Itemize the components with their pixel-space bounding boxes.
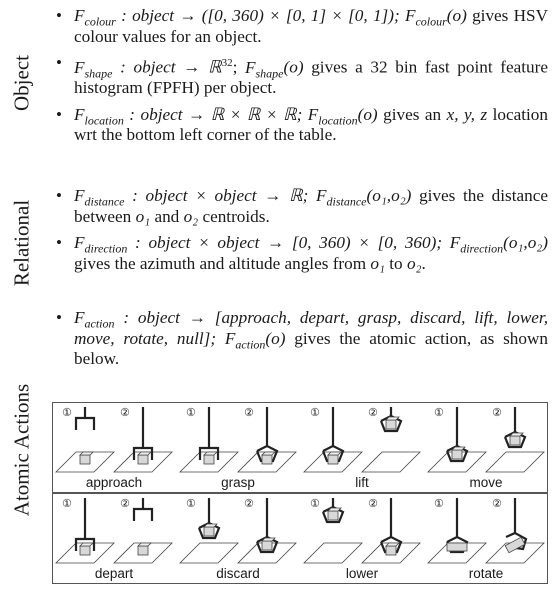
gripper-open — [74, 537, 96, 551]
gripper-open — [132, 446, 154, 460]
object-cube-top — [137, 542, 152, 547]
action-feature-list: Faction : object → [approach, depart, gr… — [52, 308, 548, 376]
object-cube — [327, 454, 339, 465]
step-number: ② — [492, 498, 502, 510]
gripper-closed — [255, 444, 279, 463]
object-bar-rotated — [504, 536, 526, 554]
atomic-actions-diagram: ① ② approach ① ② grasp ① ② lift ① ② move ① ② depart ① ② d… — [52, 402, 548, 584]
row2-frame — [52, 493, 548, 584]
object-cube-top — [203, 451, 218, 456]
object-cube-top — [385, 542, 400, 547]
action-caption: discard — [216, 566, 260, 581]
object-cube — [451, 449, 463, 460]
gripper-open — [132, 507, 154, 521]
action-panel-lower: ① ② lower — [303, 498, 421, 581]
object-cube-top — [327, 507, 342, 512]
feature-distance: Fdistance : object × object → ℝ; Fdistan… — [52, 186, 548, 227]
step-number: ② — [120, 407, 130, 419]
object-cube-top — [385, 416, 400, 421]
action-caption: lift — [355, 475, 369, 490]
section-label-atomic-actions: Atomic Actions — [9, 383, 34, 517]
action-panel-move: ① ② move — [427, 407, 545, 490]
table-plane — [303, 542, 363, 564]
object-cube — [261, 540, 273, 551]
step-number: ② — [120, 498, 130, 510]
step-number: ① — [62, 407, 72, 419]
table-plane — [485, 542, 545, 564]
object-cube-top — [137, 451, 152, 456]
action-caption: move — [469, 475, 502, 490]
table-plane — [179, 542, 239, 564]
step-number: ① — [186, 498, 196, 510]
gripper-closed — [379, 535, 403, 554]
action-caption: lower — [346, 566, 379, 581]
step-number: ② — [244, 498, 254, 510]
object-cube-top — [327, 451, 342, 456]
section-label-object: Object — [9, 55, 34, 111]
section-label-relational: Relational — [9, 199, 34, 287]
action-caption: grasp — [221, 475, 255, 490]
gripper-closed — [321, 444, 345, 463]
step-number: ① — [310, 407, 320, 419]
object-cube — [203, 526, 215, 537]
object-cube — [385, 419, 397, 430]
relational-feature-list: Fdistance : object × object → ℝ; Fdistan… — [52, 186, 548, 280]
step-number: ① — [310, 498, 320, 510]
feature-colour: Fcolour : object → ([0, 360) × [0, 1] × … — [52, 6, 548, 47]
object-cube-top — [261, 451, 276, 456]
object-cube — [79, 454, 91, 465]
object-bar — [446, 542, 468, 552]
object-cube-top — [79, 542, 94, 547]
object-cube-top — [509, 432, 524, 437]
step-number: ① — [434, 498, 444, 510]
step-number: ② — [244, 407, 254, 419]
action-caption: rotate — [469, 566, 504, 581]
step-number: ① — [186, 407, 196, 419]
step-number: ② — [368, 407, 378, 419]
row1-frame — [52, 402, 548, 493]
object-cube-top — [451, 446, 466, 451]
action-caption: depart — [95, 566, 134, 581]
action-panel-approach: ① ② approach — [55, 407, 173, 490]
step-number: ② — [368, 498, 378, 510]
object-cube — [137, 454, 149, 465]
action-panel-grasp: ① ② grasp — [179, 407, 297, 490]
atomic-actions-figure: ① ② approach ① ② grasp ① ② lift ① ② move ① ② depart ① ② d… — [52, 402, 548, 584]
object-cube — [137, 545, 149, 556]
object-cube-top — [79, 451, 94, 456]
step-number: ② — [492, 407, 502, 419]
object-cube-top — [261, 537, 276, 542]
step-number: ① — [62, 498, 72, 510]
action-panel-lift: ① ② lift — [303, 407, 421, 490]
object-cube — [509, 435, 521, 446]
feature-location: Flocation : object → ℝ × ℝ × ℝ; Flocatio… — [52, 105, 548, 146]
gripper-tilted — [505, 531, 528, 551]
object-cube — [385, 545, 397, 556]
object-cube-top — [203, 523, 218, 528]
feature-shape: Fshape : object → ℝ32; Fshape(o) gives a… — [52, 53, 548, 99]
object-cube — [327, 510, 339, 521]
table-plane — [485, 451, 545, 473]
object-cube — [79, 545, 91, 556]
object-feature-list: Fcolour : object → ([0, 360) × [0, 1] × … — [52, 6, 548, 152]
gripper-open — [198, 446, 220, 460]
step-number: ① — [434, 407, 444, 419]
feature-action: Faction : object → [approach, depart, gr… — [52, 308, 548, 370]
feature-direction: Fdirection : object × object → [0, 360) … — [52, 233, 548, 274]
action-panel-discard: ① ② discard — [179, 498, 297, 581]
action-caption: approach — [86, 475, 142, 490]
object-cube — [261, 454, 273, 465]
action-panel-rotate: ① ② rotate — [427, 498, 545, 581]
gripper-open — [74, 416, 96, 430]
action-panel-depart: ① ② depart — [55, 498, 173, 581]
object-cube — [203, 454, 215, 465]
table-plane — [361, 451, 421, 473]
